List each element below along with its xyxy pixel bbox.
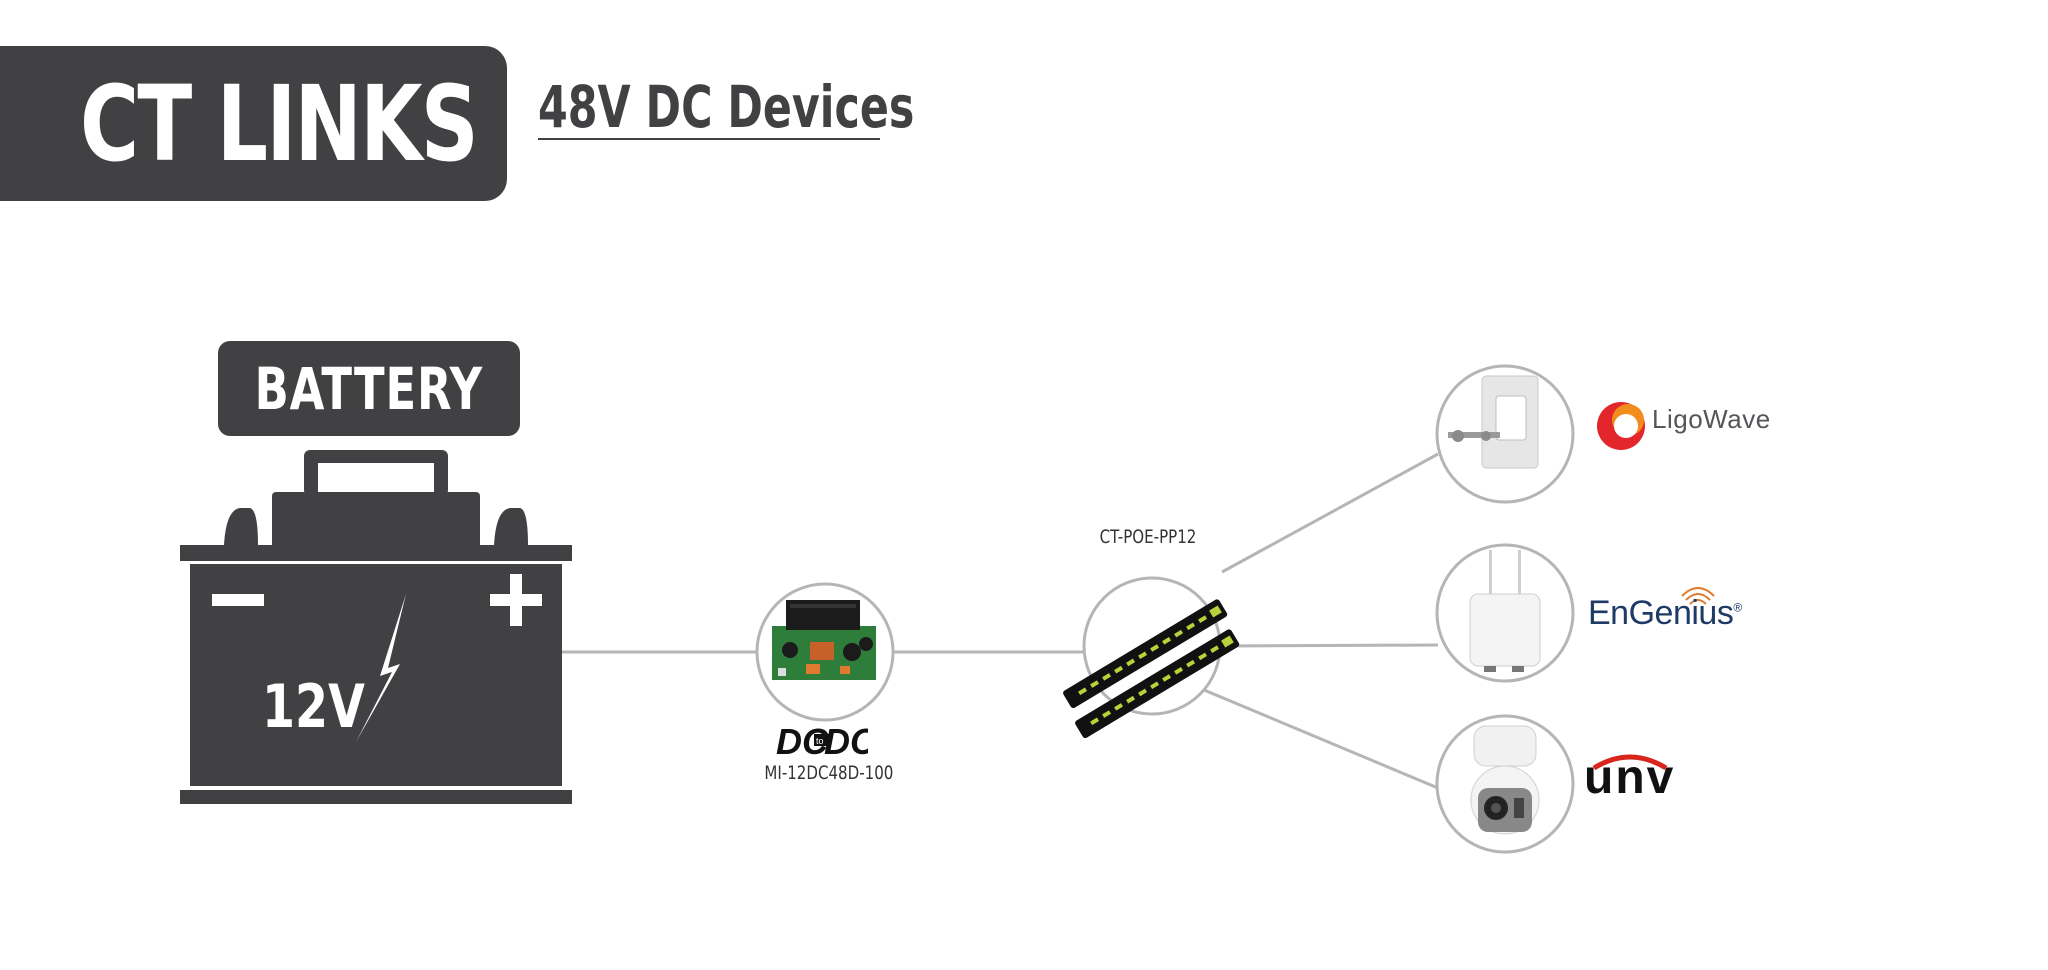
page-title: CT LINKS	[80, 63, 479, 185]
line-poe-ligowave	[1221, 452, 1439, 574]
line-poe-engenius	[1221, 643, 1439, 648]
svg-text:to: to	[816, 736, 824, 746]
brand-engenius: EnGenius®	[1588, 594, 1742, 632]
lightning-bolt-icon	[356, 594, 406, 742]
battery-icon	[180, 450, 572, 804]
page-subtitle: 48V DC Devices	[538, 73, 915, 141]
unv-arc-icon	[1592, 754, 1668, 771]
connector-lines	[562, 452, 1439, 790]
brand-unv: unv	[1584, 751, 1676, 804]
title-banner	[0, 46, 507, 201]
converter-board-icon	[772, 600, 876, 680]
engenius-wifi-icon	[1681, 587, 1715, 605]
dc-to-dc-logo: DC to DC	[776, 721, 868, 762]
battery-voltage: 12V	[262, 672, 365, 742]
minus-terminal-icon	[212, 594, 264, 606]
device-node-ligowave	[1435, 364, 1575, 504]
converter-model-label: MI-12DC48D-100	[764, 762, 894, 784]
battery-label: BATTERY	[254, 354, 484, 423]
subtitle-underline	[538, 138, 880, 140]
outdoor-radio-icon	[1448, 375, 1539, 469]
line-poe-unv	[1203, 688, 1439, 790]
ptz-camera-icon	[1470, 725, 1540, 835]
poe-node	[1063, 576, 1240, 739]
brand-ligowave: LigoWave	[1652, 404, 1771, 434]
ligowave-logo-icon	[1597, 402, 1645, 450]
device-node-engenius	[1435, 543, 1575, 683]
svg-text:DC: DC	[824, 721, 868, 762]
access-point-icon	[1469, 550, 1541, 672]
converter-node	[755, 582, 895, 722]
poe-panel-icon	[1063, 599, 1240, 739]
battery-label-box	[218, 341, 520, 436]
device-node-unv	[1435, 714, 1575, 854]
poe-model-label: CT-POE-PP12	[1099, 526, 1197, 548]
